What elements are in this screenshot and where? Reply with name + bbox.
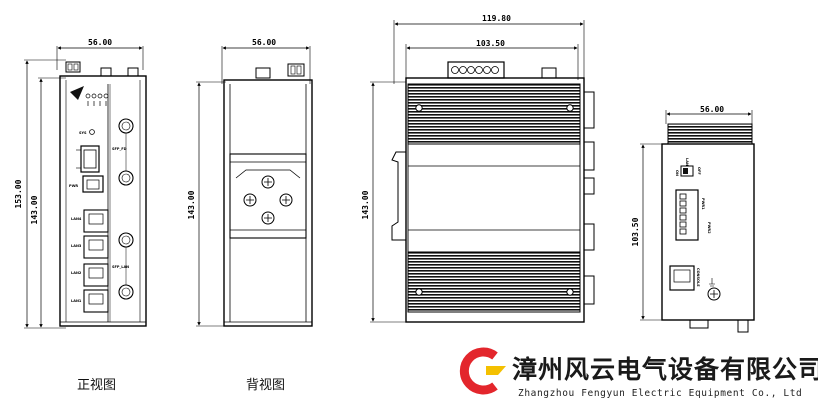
pwr1-label: PWR1 xyxy=(701,198,705,210)
front-height-inner-dim: 143.00 xyxy=(30,195,39,224)
lan1-label: LAN1 xyxy=(71,299,82,303)
lan3-port xyxy=(83,235,109,259)
side-connectors xyxy=(583,91,595,305)
side-overall-width-dim: 119.80 xyxy=(482,14,511,23)
pwr-label: PWR xyxy=(69,184,78,188)
company-name-cn: 漳州风云电气设备有限公司 xyxy=(512,355,818,384)
sfp-lan-label: SFP_LAN xyxy=(112,265,129,269)
sys-led xyxy=(89,129,95,135)
pwr2-label: PWR2 xyxy=(707,222,711,234)
lan4-port xyxy=(83,209,109,233)
dip-off-label: OFF xyxy=(697,167,701,175)
sfp-cage xyxy=(80,145,100,173)
top-din-clip xyxy=(667,123,753,145)
lan3-label: LAN3 xyxy=(71,244,82,248)
back-body-outline xyxy=(223,79,313,327)
top-terminal-block xyxy=(675,189,699,241)
lan2-label: LAN2 xyxy=(71,271,82,275)
front-small-port xyxy=(82,175,104,193)
lan2-port xyxy=(83,263,109,287)
company-logo xyxy=(459,347,506,395)
lan1-port xyxy=(83,289,109,313)
front-height-outer-dim: 153.00 xyxy=(14,179,23,208)
din-rail-clip xyxy=(229,153,307,239)
front-view xyxy=(24,46,147,329)
dip-lan-label: LAN xyxy=(685,158,689,166)
din-clip-screws xyxy=(243,175,293,225)
back-view-text: 56.00 143.00 xyxy=(187,38,276,219)
front-view-text: 56.00 153.00 143.00 SYS SFP_FD PWR LAN4 … xyxy=(14,38,129,303)
side-inner-width-dim: 103.50 xyxy=(476,39,505,48)
heat-sink-bottom xyxy=(407,251,581,313)
back-height-dim: 143.00 xyxy=(187,190,196,219)
back-view xyxy=(196,46,313,327)
dip-on-label: ON xyxy=(675,170,679,176)
front-round-connectors xyxy=(118,118,134,300)
console-label: CONSOLE xyxy=(696,268,700,287)
heat-sink-top xyxy=(407,83,581,145)
sfp-port-label: SFP_FD xyxy=(112,147,127,151)
lan4-label: LAN4 xyxy=(71,217,82,221)
top-width-dim: 56.00 xyxy=(700,105,724,114)
top-height-dim: 103.50 xyxy=(631,217,640,246)
front-body-outline xyxy=(59,75,147,327)
lan-ports xyxy=(83,209,109,313)
front-led-group xyxy=(85,93,109,106)
side-din-clip xyxy=(391,151,406,241)
top-view-text: 56.00 103.50 ON OFF LAN PWR1 PWR2 CONSOL… xyxy=(631,105,724,287)
side-height-dim: 143.00 xyxy=(361,190,370,219)
ground-screw xyxy=(707,287,721,301)
front-view-caption: 正视图 xyxy=(77,378,117,393)
side-screws xyxy=(415,104,574,296)
front-logo-mark xyxy=(70,86,84,100)
back-width-dim: 56.00 xyxy=(252,38,276,47)
side-view-text: 119.80 103.50 143.00 xyxy=(361,14,511,219)
sys-label: SYS xyxy=(79,131,87,135)
side-view xyxy=(370,20,595,323)
side-body-outline xyxy=(405,77,585,323)
console-port xyxy=(669,265,695,291)
dip-switch xyxy=(680,165,694,177)
side-terminal-block xyxy=(447,61,505,79)
front-width-dim: 56.00 xyxy=(88,38,112,47)
back-view-caption: 背视图 xyxy=(246,378,286,393)
top-view xyxy=(640,110,755,333)
company-name-en: Zhangzhou Fengyun Electric Equipment Co.… xyxy=(518,388,803,399)
